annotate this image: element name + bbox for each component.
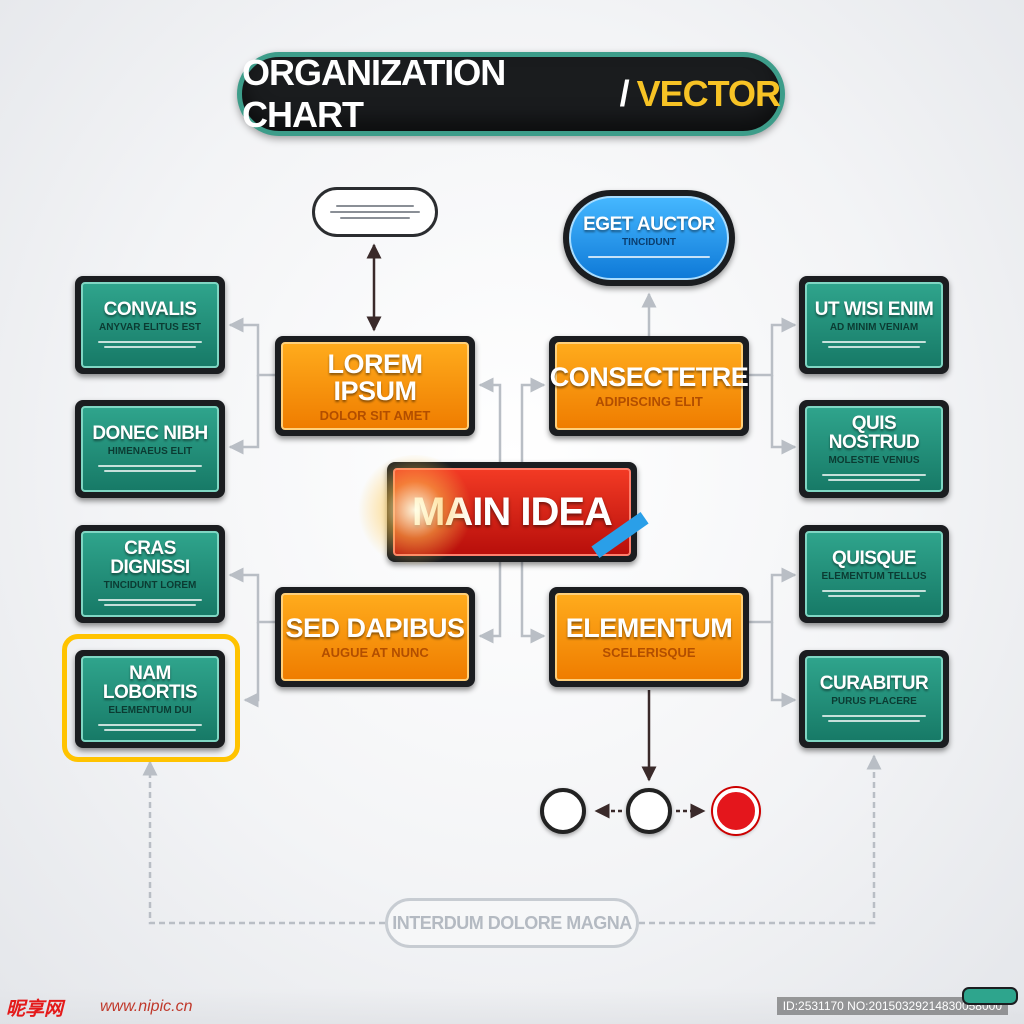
node-ut-wisi-enim[interactable]: UT WISI ENIM AD MINIM VENIAM (799, 276, 949, 374)
node-subtitle: HIMENAEUS ELIT (107, 445, 193, 457)
circle-node-right[interactable] (713, 788, 759, 834)
title-separator: / (619, 73, 630, 114)
node-title: EGET AUCTOR (583, 214, 715, 235)
node-title: ELEMENTUM (565, 613, 733, 643)
node-elementum[interactable]: ELEMENTUM SCELERISQUE (549, 587, 749, 687)
node-subtitle: ELEMENTUM DUI (108, 705, 192, 716)
light-flare (355, 455, 475, 565)
note-line (336, 205, 414, 207)
connector-lorem-donec (228, 375, 260, 455)
node-subtitle: SCELERISQUE (602, 645, 696, 660)
placeholder-lines (588, 253, 710, 261)
node-subtitle: TINCIDUNT (622, 237, 676, 248)
node-subtitle: MOLESTIE VENIUS (828, 455, 920, 466)
node-title: UT WISI ENIM (814, 298, 934, 320)
node-title: DONEC NIBH (92, 422, 208, 444)
selection-highlight (62, 634, 240, 762)
node-subtitle: AUGUE AT NUNC (321, 645, 429, 660)
node-title: NAM LOBORTIS (102, 663, 198, 703)
placeholder-lines (97, 338, 203, 351)
chart-title-banner: ORGANIZATION CHART / VECTOR (237, 52, 785, 136)
node-title: CONSECTETRE (549, 362, 749, 392)
node-title: SED DAPIBUS (285, 613, 465, 643)
node-subtitle: ANYVAR ELITUS EST (98, 321, 202, 333)
node-title: CONVALIS (103, 298, 197, 320)
watermark-url: www.nipic.cn (100, 998, 193, 1015)
note-line (340, 217, 410, 219)
node-title: CURABITUR (819, 672, 929, 694)
watermark-brand: 昵享网 (6, 999, 64, 1020)
connector-lorem-convalis (228, 317, 276, 377)
node-subtitle: DOLOR SIT AMET (319, 407, 431, 423)
placeholder-lines (821, 712, 927, 725)
title-main-text: ORGANIZATION CHART (242, 52, 506, 135)
connector-bottom-right (639, 754, 882, 925)
node-lorem-ipsum[interactable]: LOREM IPSUM DOLOR SIT AMET (275, 336, 475, 436)
circle-node-middle[interactable] (626, 788, 672, 834)
node-title: QUISQUE (831, 547, 917, 569)
watermark-id: ID:2531170 NO:20150329214830058000 (776, 997, 1008, 1015)
circle-node-left[interactable] (540, 788, 586, 834)
connector-consectetre-quis (770, 375, 797, 455)
node-consectetre[interactable]: CONSECTETRE ADIPISCING ELIT (549, 336, 749, 436)
node-quis-nostrud[interactable]: QUIS NOSTRUD MOLESTIE VENIUS (799, 400, 949, 498)
mini-teal-button (962, 987, 1018, 1005)
connector-main-sed (478, 562, 502, 644)
node-title: QUIS NOSTRUD (828, 413, 920, 453)
node-donec-nibh[interactable]: DONEC NIBH HIMENAEUS ELIT (75, 400, 225, 498)
node-cras-dignissi[interactable]: CRAS DIGNISSI TINCIDUNT LOREM (75, 525, 225, 623)
node-quisque[interactable]: QUISQUE ELEMENTUM TELLUS (799, 525, 949, 623)
node-subtitle: PURUS PLACERE (831, 695, 917, 707)
node-title: CRAS DIGNISSI (110, 538, 190, 578)
connector-elementum-curabitur (770, 622, 797, 708)
node-sed-dapibus[interactable]: SED DAPIBUS AUGUE AT NUNC (275, 587, 475, 687)
node-convalis[interactable]: CONVALIS ANYVAR ELITUS EST (75, 276, 225, 374)
placeholder-lines (821, 587, 927, 600)
node-subtitle: ADIPISCING ELIT (595, 394, 703, 409)
connector-sed-nam (243, 622, 260, 708)
placeholder-lines (821, 338, 927, 351)
connector-main-elementum (520, 562, 546, 644)
node-subtitle: AD MINIM VENIAM (829, 321, 919, 333)
connector-main-consectetre (520, 377, 546, 462)
node-subtitle: TINCIDUNT LOREM (103, 580, 197, 591)
note-line (330, 211, 420, 213)
node-title: LOREM IPSUM (327, 348, 424, 406)
placeholder-lines (97, 721, 203, 734)
placeholder-lines (97, 596, 203, 609)
connector-elementum-quisque (748, 567, 797, 624)
node-eget-auctor[interactable]: EGET AUCTOR TINCIDUNT (563, 190, 735, 286)
placeholder-lines (821, 471, 927, 484)
node-subtitle: ELEMENTUM TELLUS (821, 570, 927, 582)
placeholder-lines (97, 462, 203, 475)
connector-main-lorem (478, 377, 502, 462)
connector-sed-cras (228, 567, 276, 624)
title-accent-text: VECTOR (636, 73, 781, 114)
connector-bottom-left (142, 760, 385, 925)
bottom-label-pill[interactable]: INTERDUM DOLORE MAGNA (385, 898, 639, 948)
node-curabitur[interactable]: CURABITUR PURUS PLACERE (799, 650, 949, 748)
node-nam-lobortis[interactable]: NAM LOBORTIS ELEMENTUM DUI (75, 650, 225, 748)
note-bubble (312, 187, 438, 237)
connector-consectetre-utwisi (748, 317, 797, 377)
